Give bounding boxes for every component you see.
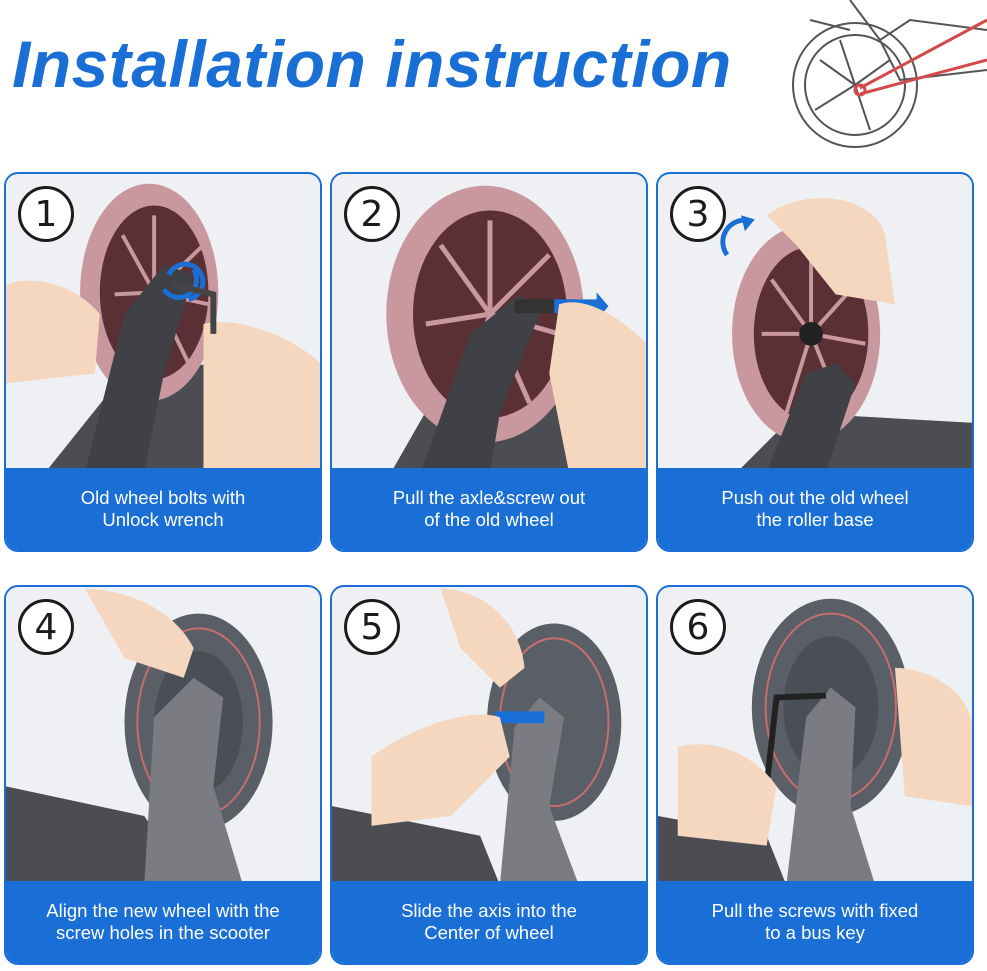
step-card-1: 1 Old wheel bolts with Unlock wrench: [4, 172, 322, 552]
step-card-2: 2 Pull the axle&screw out of the old whe…: [330, 172, 648, 552]
page-title: Installation instruction: [12, 27, 732, 101]
curved-arrow-icon: [720, 217, 748, 257]
step-card-6: 6 Pull the screws with fixed to a bus ke…: [656, 585, 974, 965]
step-1-illustration: [6, 175, 320, 473]
step-card-4: 4 Align the new wheel with the screw hol…: [4, 585, 322, 965]
step-number-badge: 1: [18, 186, 74, 242]
step-caption: Pull the screws with fixed to a bus key: [658, 881, 972, 963]
step-caption: Align the new wheel with the screw holes…: [6, 881, 320, 963]
step-caption: Pull the axle&screw out of the old wheel: [332, 468, 646, 550]
step-number-badge: 5: [344, 599, 400, 655]
step-number-badge: 3: [670, 186, 726, 242]
hex-key-icon: [763, 692, 826, 787]
step-number-badge: 2: [344, 186, 400, 242]
step-number-badge: 6: [670, 599, 726, 655]
step-number-badge: 4: [18, 599, 74, 655]
step-caption: Slide the axis into the Center of wheel: [332, 881, 646, 963]
step-card-3: 3 Push out the old wheel the roller base: [656, 172, 974, 552]
step-caption: Old wheel bolts with Unlock wrench: [6, 468, 320, 550]
step-card-5: 5 Slide the axis into the Center of whee…: [330, 585, 648, 965]
scooter-illustration: [792, 0, 987, 148]
wrench-icon: [171, 281, 217, 334]
axle-icon: [494, 711, 545, 724]
step-caption: Push out the old wheel the roller base: [658, 468, 972, 550]
